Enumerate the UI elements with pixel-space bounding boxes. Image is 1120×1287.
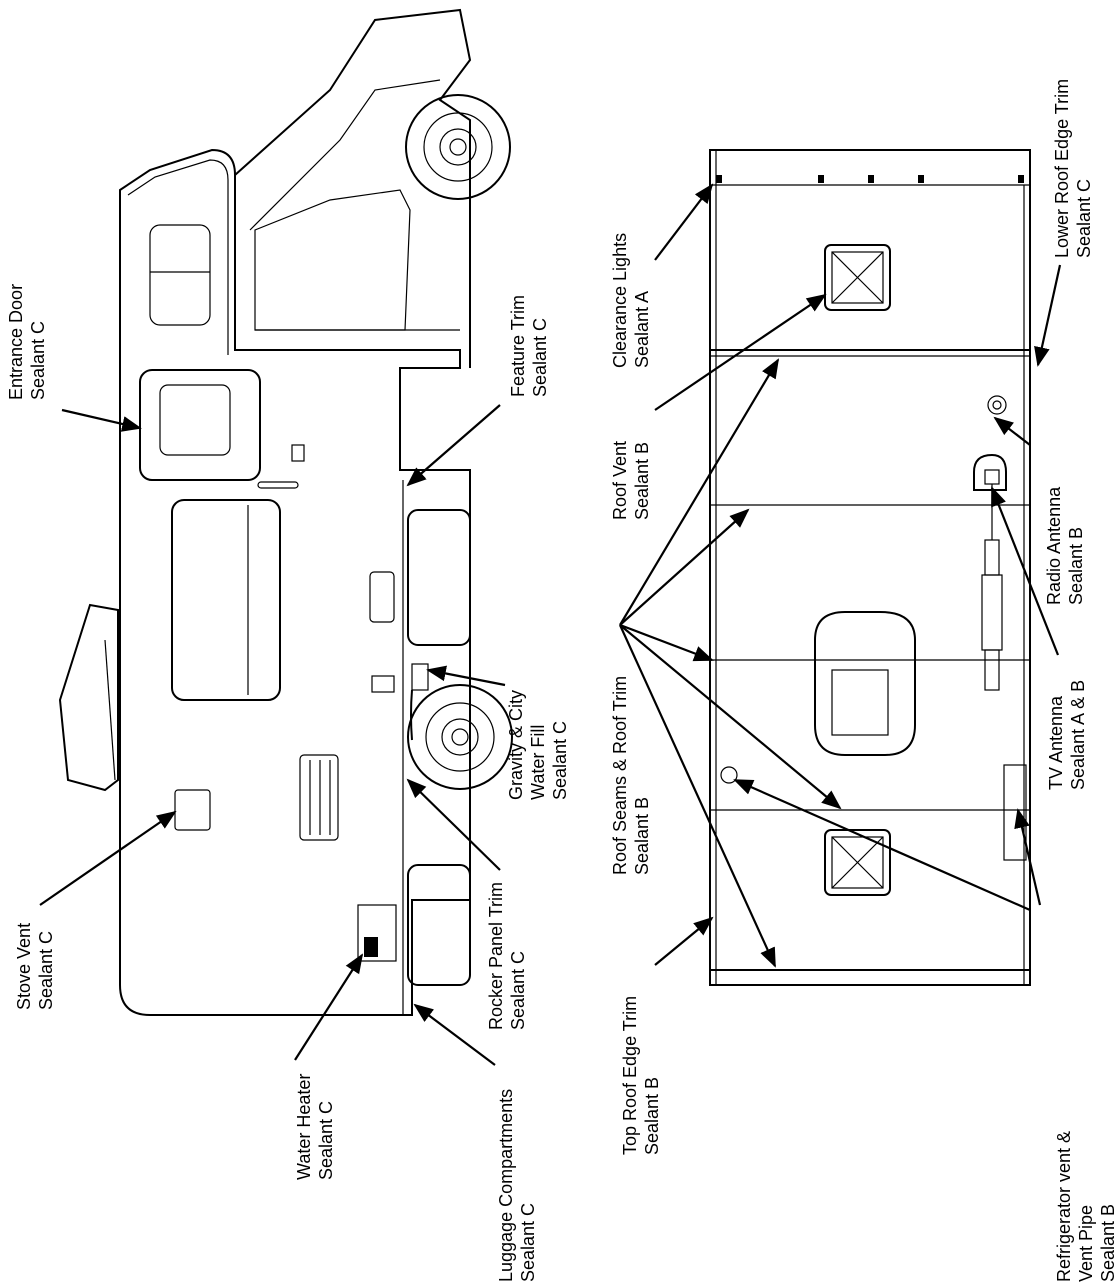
body-outline — [119, 148, 471, 1016]
leader-arrows — [39, 183, 1062, 1066]
arrow-clearance-lights — [654, 183, 714, 261]
radio-antenna — [987, 395, 1007, 415]
label-water-heater: Water Heater Sealant C — [294, 1069, 336, 1180]
vent-pipe — [720, 766, 738, 784]
label-entrance-door: Entrance Door Sealant C — [6, 279, 48, 400]
stove-vent-grill — [174, 789, 211, 831]
arrow-tv-antenna — [990, 486, 1060, 656]
rear-spare-cover — [58, 603, 119, 792]
door-handle — [291, 444, 305, 462]
rear-wheel — [407, 684, 513, 790]
water-heater-mark — [364, 937, 378, 957]
roof-ac-unit — [814, 611, 916, 756]
arrow-refrigerator-vent — [1014, 808, 1042, 906]
arrow-roof-vent — [654, 293, 827, 411]
arrow-vent-pipe — [733, 778, 1031, 912]
arrow-roof-seam — [619, 623, 714, 662]
roof-ac-grille — [831, 669, 889, 736]
clearance-light — [918, 175, 924, 183]
label-roof-seams: Roof Seams & Roof Trim Sealant B — [610, 671, 652, 875]
arrow-lower-roof-edge — [1034, 264, 1062, 367]
label-refrigerator-vent: Refrigerator vent & Vent Pipe Sealant B — [1054, 1126, 1118, 1282]
label-feature-trim: Feature Trim Sealant C — [508, 290, 550, 397]
arrow-water-fill — [426, 665, 506, 687]
service-panel — [369, 571, 395, 623]
arrow-roof-seam — [619, 358, 780, 626]
arrow-roof-seam — [618, 624, 777, 968]
cab-window — [254, 189, 411, 331]
label-tv-antenna: TV Antenna Sealant A & B — [1046, 680, 1088, 790]
arrow-top-roof-edge — [654, 916, 714, 966]
roof-view-drawing — [709, 149, 1031, 986]
awning-rail — [257, 481, 299, 489]
arrow-luggage — [413, 1003, 496, 1066]
arrow-water-heater — [294, 953, 364, 1061]
entrance-door — [139, 369, 261, 481]
luggage-compartment-front — [407, 509, 471, 646]
side-view-drawing — [58, 8, 513, 1016]
arrow-radio-antenna — [993, 416, 1031, 446]
label-stove-vent: Stove Vent Sealant C — [14, 918, 56, 1010]
refrigerator-vent — [1003, 764, 1027, 861]
label-lower-roof-edge-trim: Lower Roof Edge Trim Sealant C — [1052, 74, 1094, 258]
tv-antenna — [973, 453, 1007, 691]
label-top-roof-edge-trim: Top Roof Edge Trim Sealant B — [620, 991, 662, 1155]
roof-vent-rear — [824, 829, 891, 896]
arrow-roof-seam — [619, 508, 750, 626]
clearance-light — [716, 175, 722, 183]
luggage-compartment-rear — [407, 864, 471, 986]
label-radio-antenna: Radio Antenna Sealant B — [1044, 482, 1086, 605]
body-inner-outline — [127, 159, 229, 355]
entrance-door-window — [159, 384, 231, 456]
arrow-stove-vent — [39, 810, 177, 906]
label-luggage-compartments: Luggage Compartments Sealant C — [496, 1084, 538, 1282]
cab-outline — [234, 8, 472, 368]
water-heater-door — [357, 904, 397, 962]
clearance-light — [1018, 175, 1024, 183]
water-fill-door — [411, 663, 429, 691]
arrow-rocker-trim — [406, 778, 501, 871]
arrow-feature-trim — [406, 404, 501, 487]
label-roof-vent: Roof Vent Sealant B — [610, 436, 652, 520]
front-wheel — [405, 94, 511, 200]
rear-ladder — [104, 639, 116, 781]
side-window — [171, 499, 281, 701]
clearance-light — [818, 175, 824, 183]
water-fill-inlet — [371, 675, 395, 693]
cab-roof-line — [249, 79, 441, 231]
roof-outline — [709, 149, 1031, 986]
arrow-roof-seam — [619, 624, 842, 810]
label-clearance-lights: Clearance Lights Sealant A — [610, 228, 652, 368]
label-water-fill: Gravity & City Water Fill Sealant C — [506, 685, 570, 800]
arrow-entrance-door — [61, 408, 142, 432]
overcab-window — [149, 224, 211, 326]
furnace-vent — [299, 754, 339, 841]
clearance-light — [868, 175, 874, 183]
roof-vent-front — [824, 244, 891, 311]
label-rocker-panel-trim: Rocker Panel Trim Sealant C — [486, 877, 528, 1030]
